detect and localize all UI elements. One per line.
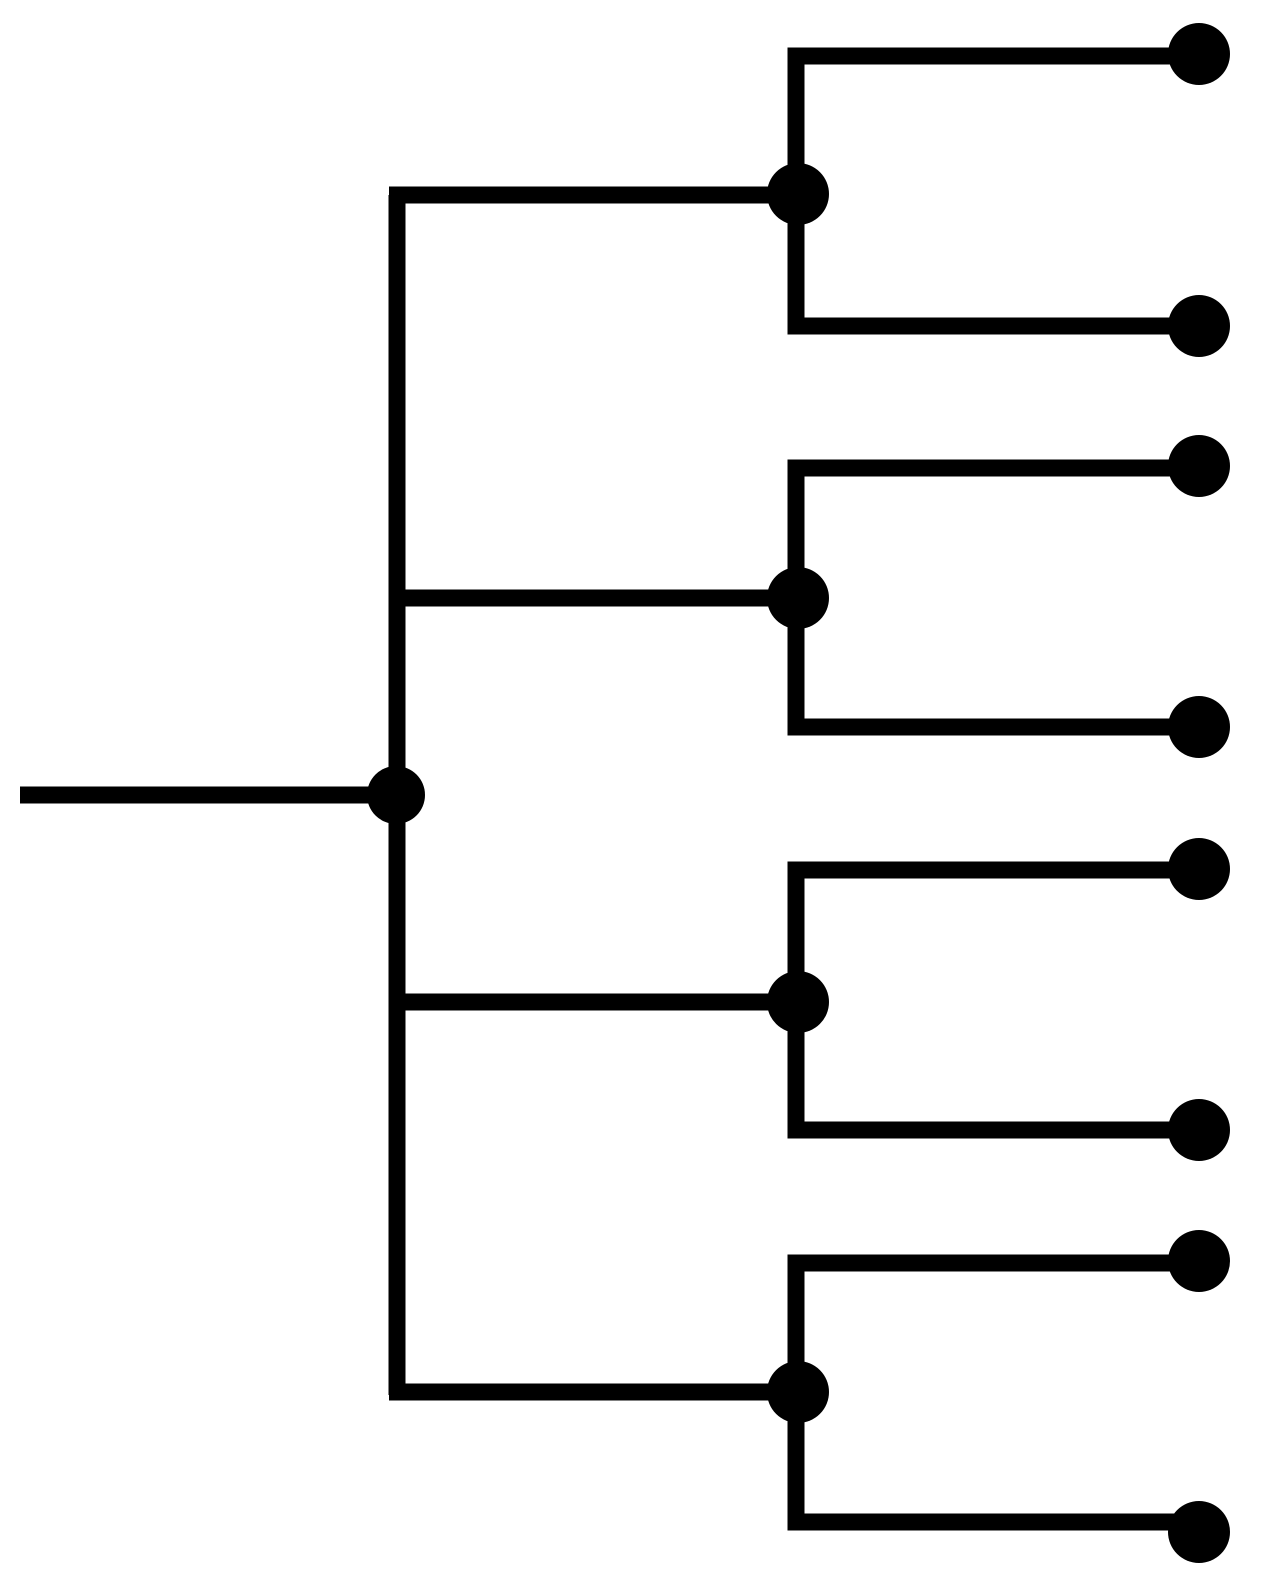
node-internal-4[interactable] xyxy=(767,1361,829,1423)
edge-i1-to-leaf-1 xyxy=(787,47,1199,194)
edge-i4-to-leaf-7 xyxy=(787,1254,1199,1392)
edge-i3-to-leaf-5 xyxy=(787,861,1199,1002)
node-layer xyxy=(367,23,1230,1563)
edge-i2-to-leaf-4 xyxy=(787,598,1199,736)
node-internal-3[interactable] xyxy=(767,971,829,1033)
edge-layer xyxy=(20,47,1199,1531)
node-leaf-8[interactable] xyxy=(1168,1501,1230,1563)
node-internal-1[interactable] xyxy=(767,163,829,225)
node-root[interactable] xyxy=(367,766,425,824)
edge-i3-to-leaf-6 xyxy=(787,1002,1199,1139)
node-leaf-5[interactable] xyxy=(1168,838,1230,900)
node-leaf-3[interactable] xyxy=(1168,435,1230,497)
node-leaf-1[interactable] xyxy=(1168,23,1230,85)
edge-i2-to-leaf-3 xyxy=(787,459,1199,598)
node-leaf-6[interactable] xyxy=(1168,1099,1230,1161)
edge-i4-to-leaf-8 xyxy=(787,1392,1199,1531)
edge-i1-to-leaf-2 xyxy=(787,194,1199,335)
node-leaf-4[interactable] xyxy=(1168,696,1230,758)
node-internal-2[interactable] xyxy=(767,567,829,629)
node-leaf-7[interactable] xyxy=(1168,1230,1230,1292)
node-leaf-2[interactable] xyxy=(1168,295,1230,357)
